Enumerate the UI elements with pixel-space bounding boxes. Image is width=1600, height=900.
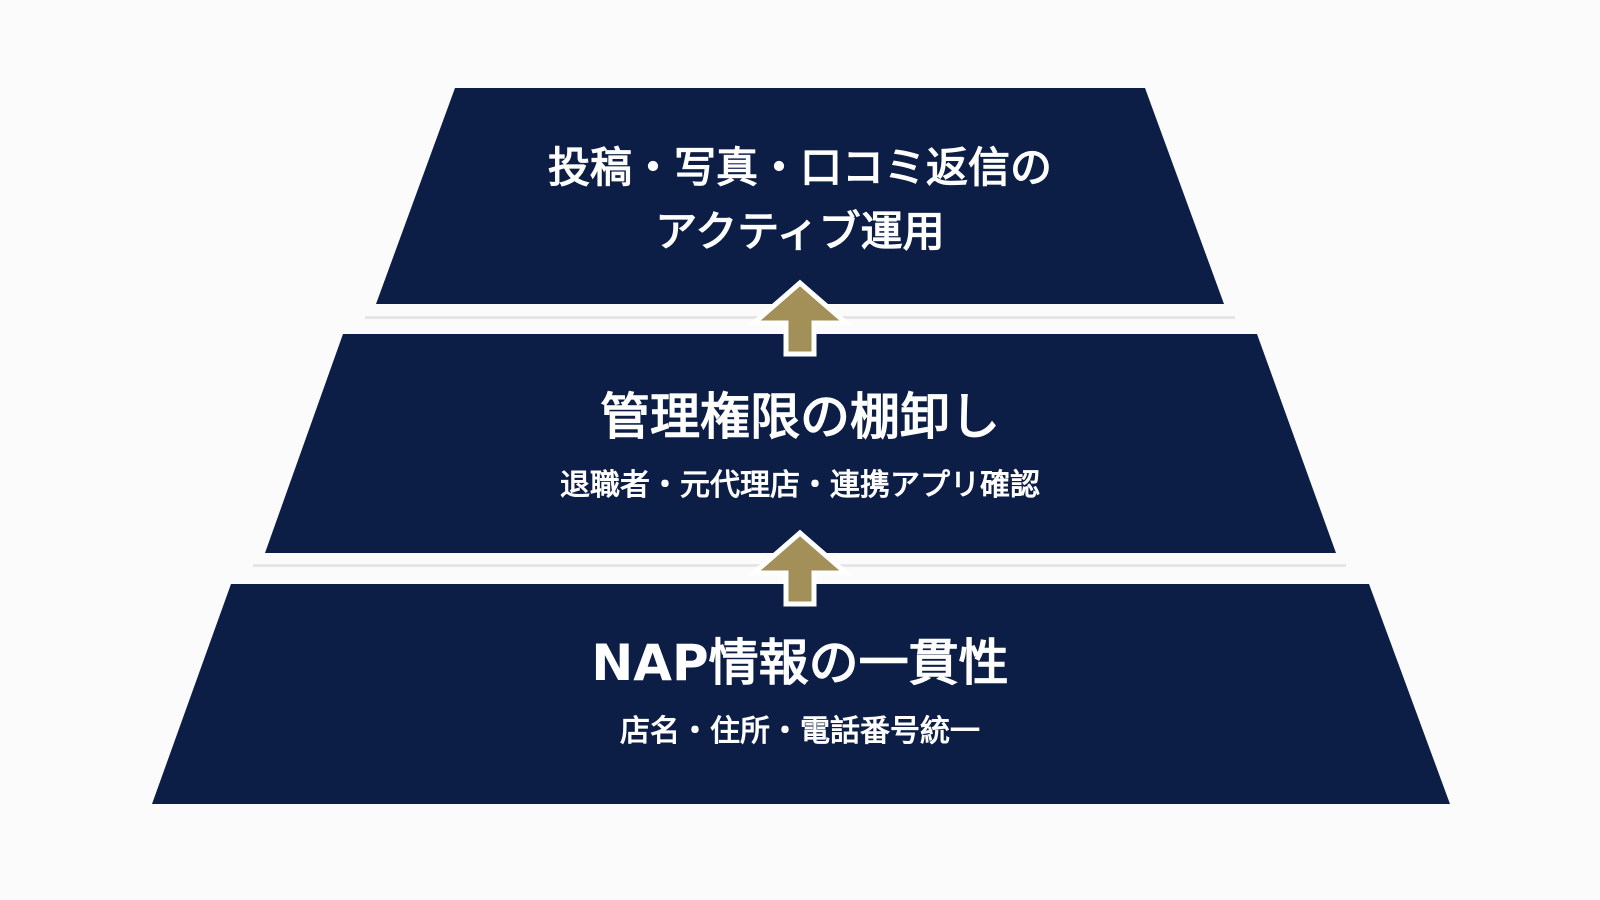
tier-top-line2: アクティブ運用 [655, 207, 945, 256]
tier-middle [265, 334, 1336, 553]
tier-middle-title: 管理権限の棚卸し [600, 388, 1000, 446]
tier-bottom-title: NAP情報の一貫性 [591, 634, 1009, 692]
arrow-up-icon [747, 279, 853, 357]
arrow-up-icon [747, 529, 853, 607]
tier-middle-subtitle: 退職者・元代理店・連携アプリ確認 [560, 468, 1040, 503]
tier-top-label: 投稿・写真・口コミ返信の アクティブ運用 [0, 136, 1600, 264]
tier-top [376, 88, 1224, 304]
tier-bottom [152, 584, 1450, 804]
tier-bottom-subtitle: 店名・住所・電話番号統一 [620, 714, 980, 749]
tier-top-line1: 投稿・写真・口コミ返信の [547, 143, 1052, 192]
